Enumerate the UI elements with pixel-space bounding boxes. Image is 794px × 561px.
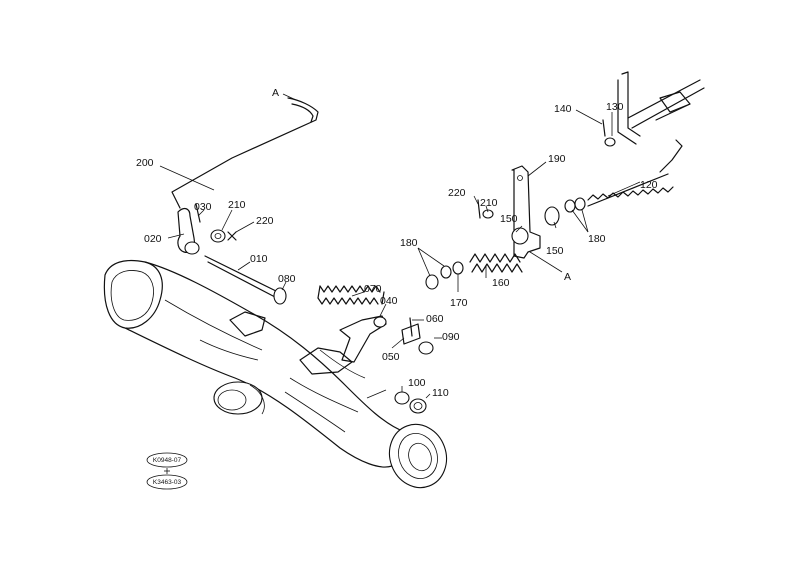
rod-120 — [587, 139, 683, 207]
label-120: 120 — [640, 179, 658, 191]
label-150-left: 150 — [500, 213, 518, 225]
spring-160 — [425, 253, 523, 290]
serial-stamp-top: K0948-07 — [153, 457, 182, 464]
fork-lever-040 — [339, 315, 434, 363]
shaft-010 — [204, 255, 287, 305]
bracket-190 — [477, 165, 586, 259]
label-010: 010 — [250, 253, 268, 265]
label-170: 170 — [450, 297, 468, 309]
label-020: 020 — [144, 233, 162, 245]
label-180-left: 180 — [400, 237, 418, 249]
rod-200 — [171, 97, 319, 209]
label-140: 140 — [554, 103, 572, 115]
label-030: 030 — [194, 201, 212, 213]
label-190: 190 — [548, 153, 566, 165]
axle-housing — [103, 259, 448, 489]
label-060: 060 — [426, 313, 444, 325]
label-220-right: 220 — [448, 187, 466, 199]
label-090: 090 — [442, 331, 460, 343]
label-210-left: 210 — [228, 199, 246, 211]
washer-100-knob-110 — [394, 391, 427, 414]
label-210-right: 210 — [480, 197, 498, 209]
label-040: 040 — [380, 295, 398, 307]
label-ref-a-left: A — [272, 87, 279, 99]
upper-linkage-130 — [602, 71, 705, 147]
lever-020 — [177, 203, 237, 255]
label-100: 100 — [408, 377, 426, 389]
serial-stamp-bottom: K3463-03 — [153, 479, 182, 486]
label-ref-a-right: A — [564, 271, 571, 283]
label-110: 110 — [432, 387, 449, 399]
leader-lines — [159, 93, 641, 399]
spring-070 — [317, 285, 385, 305]
label-150-right: 150 — [546, 245, 564, 257]
serial-stamps: K0948-07 K3463-03 — [146, 452, 188, 490]
label-160: 160 — [492, 277, 510, 289]
label-080: 080 — [278, 273, 296, 285]
label-200: 200 — [136, 157, 154, 169]
part-labels: 200 A 020 030 210 220 010 080 070 040 06… — [136, 87, 658, 399]
label-220-left: 220 — [256, 215, 274, 227]
label-070: 070 — [364, 283, 382, 295]
label-130: 130 — [606, 101, 624, 113]
label-180-right: 180 — [588, 233, 606, 245]
label-050: 050 — [382, 351, 400, 363]
